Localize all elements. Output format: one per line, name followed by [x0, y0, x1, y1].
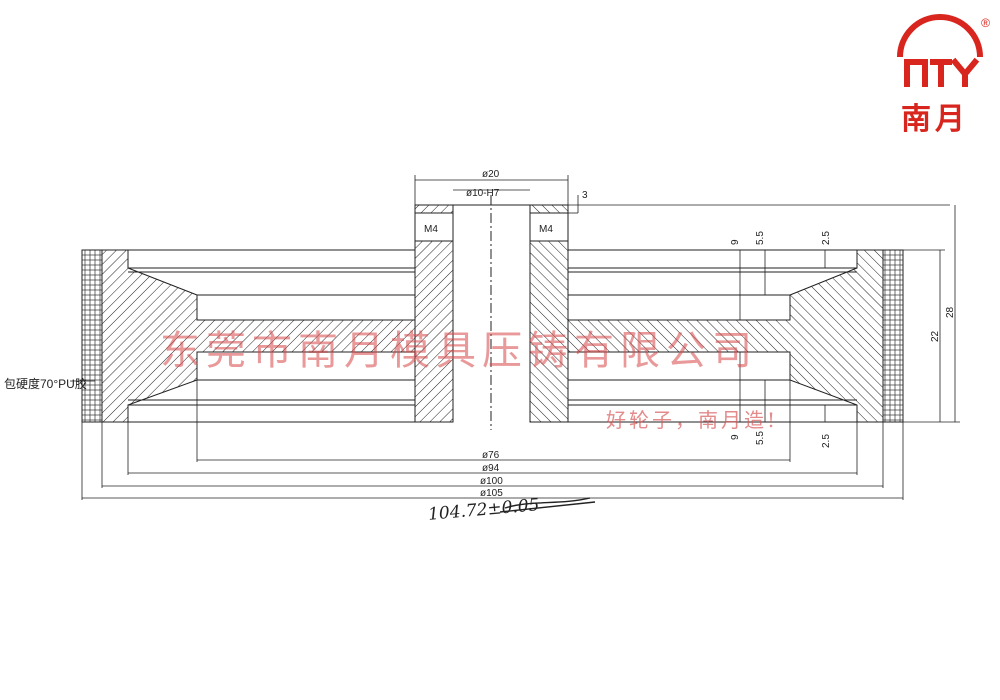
dim-28: 28 [945, 306, 956, 318]
company-watermark: 东莞市南月模具压铸有限公司 [160, 328, 758, 374]
brand-logo-icon [897, 14, 983, 87]
m4-hole-left [414, 212, 454, 242]
dim-25-top: 2.5 [821, 231, 832, 245]
handwritten-scribble [499, 497, 596, 513]
outline-lines [82, 204, 903, 423]
dim-t3: 3 [582, 190, 588, 201]
dim-m4-left: M4 [424, 224, 438, 235]
dim-9-top: 9 [730, 239, 741, 245]
pu-band-left [81, 249, 103, 423]
dim-25-bot: 2.5 [821, 434, 832, 448]
dim-d20: ø20 [482, 169, 500, 180]
dim-9-bot: 9 [730, 434, 741, 440]
logo-text: 南月 [901, 102, 969, 137]
registered-mark: ® [981, 16, 990, 30]
dim-m4-right: M4 [539, 224, 553, 235]
dim-d10: ø10-H7 [466, 188, 500, 199]
dim-55-top: 5.5 [755, 231, 766, 245]
dim-d100: ø100 [480, 476, 503, 487]
slogan-watermark: 好轮子，南月造! [606, 408, 779, 432]
logo: ® 南月 [880, 8, 990, 137]
pu-material-note: 包硬度70°PU胶 [4, 377, 87, 391]
dim-d94: ø94 [482, 463, 500, 474]
pu-band-right [882, 249, 904, 423]
dim-d105: ø105 [480, 488, 503, 499]
dim-22: 22 [930, 330, 941, 342]
dim-55-bot: 5.5 [755, 431, 766, 445]
dim-d76: ø76 [482, 450, 500, 461]
